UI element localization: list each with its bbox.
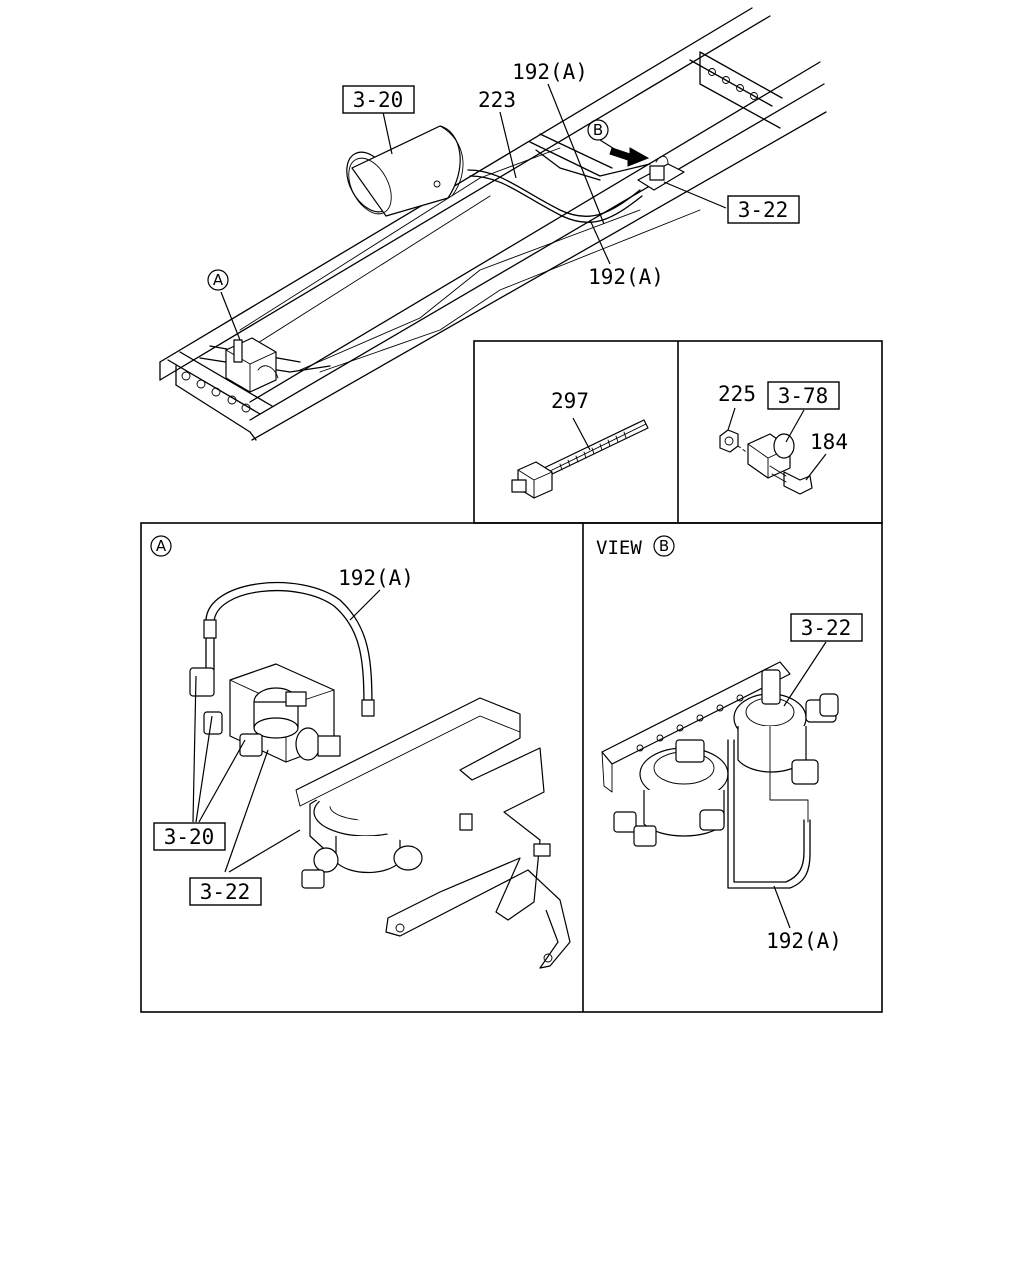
view-b-title-prefix: VIEW [596,537,642,559]
ref-box-3-20-top [342,85,415,114]
part-label-192a-view-b: 192(A) [766,929,842,953]
marker-b-top [587,119,609,141]
ref-box-3-22-detail [189,877,262,906]
chassis-frame-drawing [159,7,827,441]
detail-frame [140,522,883,1013]
clip-hardware-drawing [719,429,813,495]
view-b-valve-drawing [601,661,839,889]
detail-a-leaders [192,589,381,873]
ref-label-3-22-top: 3-22 [738,198,789,222]
marker-a-top-label: A [213,271,224,289]
detail-a-valve-drawing [189,582,571,969]
marker-a-detail-label: A [156,537,167,555]
ref-label-3-20-top: 3-20 [353,88,404,112]
marker-a-top [207,269,229,291]
marker-b-view [653,535,675,557]
marker-b-view-label: B [659,537,669,555]
part-label-192a-top: 192(A) [512,60,588,84]
ref-label-3-78: 3-78 [778,384,829,408]
marker-a-detail [150,535,172,557]
part-label-225: 225 [718,382,756,406]
marker-b-top-label: B [593,121,603,139]
ref-box-3-22-top [727,195,800,224]
ref-box-3-22-view-b [790,613,863,642]
part-label-297: 297 [551,389,589,413]
ref-label-3-22-detail: 3-22 [200,880,251,904]
part-label-192a-detail-a: 192(A) [338,566,414,590]
ref-box-3-78 [767,381,840,410]
view-b-leaders [773,641,827,929]
ref-box-3-20-detail [153,822,226,851]
cable-tie-drawing [511,419,649,499]
part-label-184: 184 [810,430,848,454]
ref-label-3-22-view-b: 3-22 [801,616,852,640]
ref-label-3-20-detail: 3-20 [164,825,215,849]
overview-leaders [220,83,727,341]
part-label-192a-middle: 192(A) [588,265,664,289]
part-label-223: 223 [478,88,516,112]
